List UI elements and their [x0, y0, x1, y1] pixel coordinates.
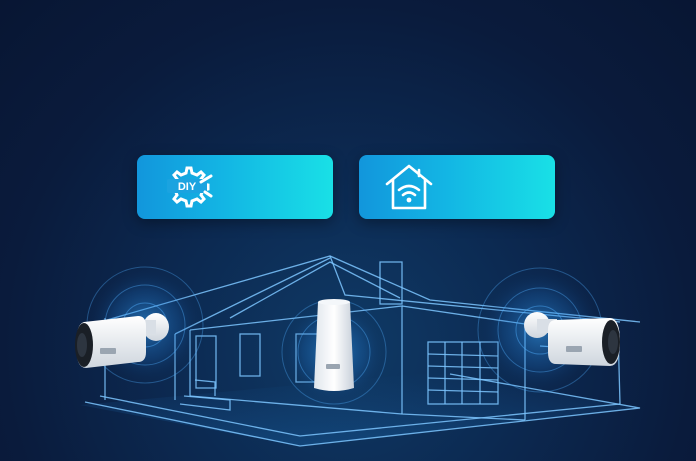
- diy-card: DIY: [137, 155, 333, 219]
- smart-home-card: [359, 155, 555, 219]
- left-camera-logo: [100, 348, 116, 354]
- floor-shadow: [80, 372, 640, 446]
- diy-gear-wrench-icon: DIY: [167, 166, 213, 208]
- right-camera-logo: [566, 346, 582, 352]
- left-camera: [75, 313, 169, 368]
- router: [314, 299, 354, 391]
- diy-label: DIY: [178, 181, 197, 193]
- router-logo: [326, 364, 340, 369]
- right-camera: [524, 312, 620, 366]
- smart-home-wifi-icon: [385, 164, 433, 210]
